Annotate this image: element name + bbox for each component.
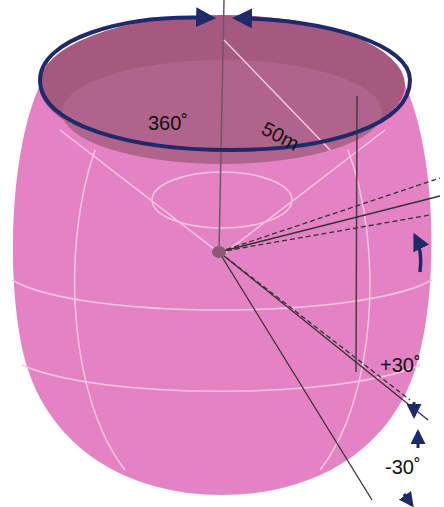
rotation-label: 360˚	[148, 113, 188, 133]
angle-label: +30˚	[380, 355, 421, 375]
angle-label: -30˚	[385, 457, 421, 477]
grid-lines	[12, 130, 432, 470]
